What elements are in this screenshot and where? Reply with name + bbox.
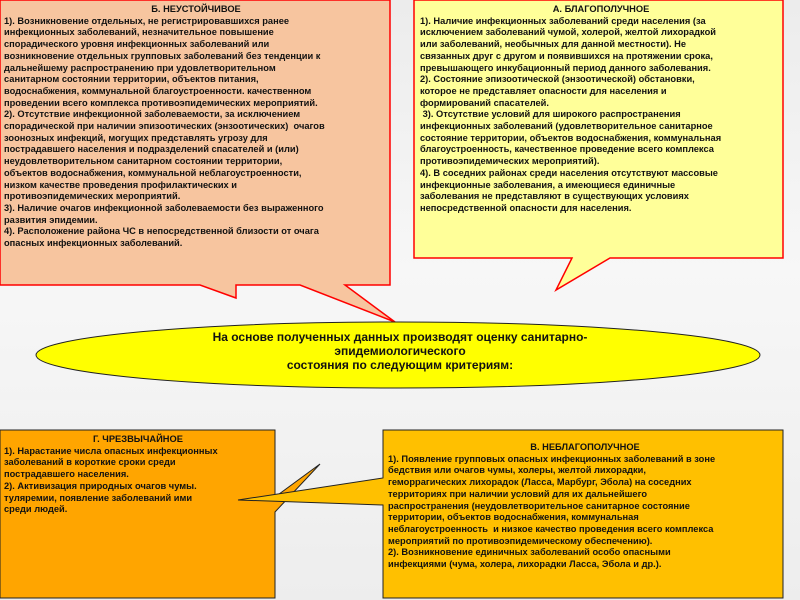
box-b-line: возникновение отдельных групповых заболе… bbox=[4, 50, 321, 61]
criteria-line: эпидемиологического bbox=[334, 344, 466, 358]
box-b-content: Б. НЕУСТОЙЧИВОЕ 1). Возникновение отдель… bbox=[4, 4, 388, 250]
box-b-line: зоонозных инфекций, могущих представлять… bbox=[4, 132, 268, 143]
box-v-callout bbox=[237, 429, 784, 599]
box-b-line: санитарном состоянии территории, объекто… bbox=[4, 74, 259, 85]
box-g-content: Г. ЧРЕЗВЫЧАЙНОЕ 1). Нарастание числа опа… bbox=[4, 434, 272, 516]
box-b-line: дальнейшему распространению при удовлетв… bbox=[4, 62, 276, 73]
box-b-line: водоснабжения, коммунальной благоустроен… bbox=[4, 85, 312, 96]
box-b-line: 4). Расположение района ЧС в непосредств… bbox=[4, 226, 319, 237]
box-b-line: 2). Отсутствие инфекционной заболеваемос… bbox=[4, 109, 301, 120]
box-v-line: 2). Возникновение единичных заболеваний … bbox=[388, 547, 671, 558]
box-a-line: или заболеваний, необычных для данной ме… bbox=[420, 39, 687, 50]
box-a-line: которое не представляет опасности для на… bbox=[420, 85, 667, 96]
box-b-line: спорадического уровня инфекционных забол… bbox=[4, 39, 270, 50]
box-g-line: 1). Нарастание числа опасных инфекционны… bbox=[4, 445, 218, 456]
criteria-ellipse bbox=[35, 321, 761, 389]
criteria-line: состояния по следующим критериям: bbox=[286, 358, 514, 372]
box-b-line: спорадической при наличии эпизоотических… bbox=[4, 121, 325, 132]
box-b-title: Б. НЕУСТОЙЧИВОЕ bbox=[151, 4, 241, 14]
box-a-line: исключением заболеваний чумой, холерой, … bbox=[420, 27, 716, 38]
box-v-line: мероприятий по противоэпидемическому обе… bbox=[388, 535, 653, 546]
box-a-line: формирований спасателей. bbox=[420, 97, 549, 108]
box-g-line: заболеваний в короткие сроки среди bbox=[4, 457, 176, 468]
box-v-line: инфекциями (чума, холера, лихорадки Ласс… bbox=[388, 559, 662, 570]
box-v-line: неблагоустроенность и низкое качество пр… bbox=[388, 523, 714, 534]
box-v-line: геморрагических лихорадок (Ласса, Марбур… bbox=[388, 477, 692, 488]
box-a-content: А. БЛАГОПОЛУЧНОЕ 1). Наличие инфекционны… bbox=[420, 4, 782, 215]
box-g-line: пострадавшего населения. bbox=[4, 469, 129, 480]
box-b-line: опасных инфекционных заболеваний. bbox=[4, 238, 183, 249]
box-a-line: инфекционных заболеваний (удовлетворител… bbox=[420, 121, 713, 132]
box-a-line: состояние территории, объектов водоснабж… bbox=[420, 132, 722, 143]
box-v-line: территориях при наличии условий для их д… bbox=[388, 488, 648, 499]
box-b-line: неудовлетворительном санитарном состояни… bbox=[4, 156, 283, 167]
box-b-callout bbox=[0, 0, 396, 323]
box-v-line: распространения (неудовлетворительное са… bbox=[388, 500, 690, 511]
box-b-line: инфекционных заболеваний, незначительное… bbox=[4, 27, 274, 38]
criteria-line: На основе полученных данных производят о… bbox=[212, 330, 588, 344]
box-v-line: бедствия или очагов чумы, холеры, желтой… bbox=[388, 465, 646, 476]
box-a-line: 4). В соседних районах среди населения о… bbox=[420, 167, 718, 178]
box-a-line: непосредственной опасности для населения… bbox=[420, 202, 632, 213]
box-a-line: благоустроенность, качественное проведен… bbox=[420, 144, 714, 155]
box-b-line: пострадавшего населения и подразделений … bbox=[4, 144, 299, 155]
box-b-line: 3). Наличие очагов инфекционной заболева… bbox=[4, 202, 324, 213]
box-v-line: территории, объектов водоснабжения, комм… bbox=[388, 512, 639, 523]
box-a-line: инфекционные заболевания, а имеющиеся ед… bbox=[420, 179, 676, 190]
box-a-callout bbox=[413, 0, 784, 292]
box-b-line: низком качестве проведения профилактичес… bbox=[4, 179, 238, 190]
box-a-line: 1). Наличие инфекционных заболеваний сре… bbox=[420, 15, 706, 26]
box-a-line: превышающего инкубационный период данног… bbox=[420, 62, 711, 73]
box-v-line: 1). Появление групповых опасных инфекцио… bbox=[388, 453, 716, 464]
box-g-line: туляремии, появление заболеваний ими bbox=[4, 492, 193, 503]
box-g-line: 2). Активизация природных очагов чумы. bbox=[4, 480, 197, 491]
box-a-title: А. БЛАГОПОЛУЧНОЕ bbox=[552, 4, 650, 14]
box-v-content: В. НЕБЛАГОПОЛУЧНОЕ 1). Появление группов… bbox=[388, 442, 782, 571]
box-a-line: противоэпидемических мероприятий). bbox=[420, 156, 600, 167]
box-b-line: 1). Возникновение отдельных, не регистри… bbox=[4, 15, 290, 26]
box-g-line: среди людей. bbox=[4, 504, 68, 515]
box-v-title: В. НЕБЛАГОПОЛУЧНОЕ bbox=[530, 442, 640, 452]
box-a-line: заболевания не представляют в существующ… bbox=[420, 191, 689, 202]
box-b-line: проведении всего комплекса противоэпидем… bbox=[4, 97, 318, 108]
box-a-line: 3). Отсутствие условий для широкого расп… bbox=[420, 109, 681, 120]
box-b-line: развития эпидемии. bbox=[4, 214, 98, 225]
box-b-line: объектов водоснабжения, коммунальной неб… bbox=[4, 167, 302, 178]
box-g-callout bbox=[0, 429, 321, 599]
box-a-line: связанных друг с другом и появившихся на… bbox=[420, 50, 713, 61]
box-a-line: 2). Состояние эпизоотической (энзоотичес… bbox=[420, 74, 695, 85]
box-g-title: Г. ЧРЕЗВЫЧАЙНОЕ bbox=[93, 434, 183, 444]
box-b-line: противоэпидемических мероприятий. bbox=[4, 191, 181, 202]
criteria-text: На основе полученных данных производят о… bbox=[120, 330, 680, 372]
